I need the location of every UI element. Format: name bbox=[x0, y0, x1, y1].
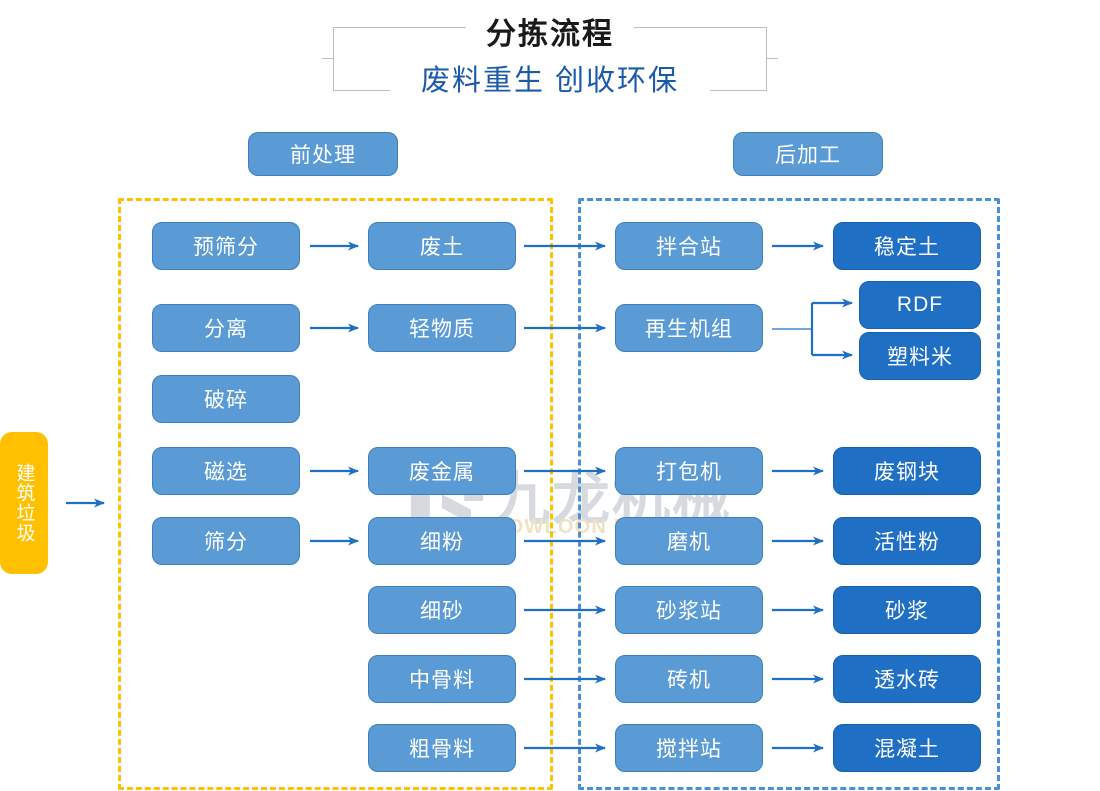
node-equipment-5[interactable]: 砂浆站 bbox=[615, 586, 763, 634]
title-frame-notch-left bbox=[322, 58, 334, 59]
node-operation-1[interactable]: 预筛分 bbox=[152, 222, 300, 270]
node-operation-2[interactable]: 分离 bbox=[152, 304, 300, 352]
section-header-preprocessing: 前处理 bbox=[248, 132, 398, 176]
node-output-6[interactable]: 中骨料 bbox=[368, 655, 516, 703]
node-equipment-4[interactable]: 磨机 bbox=[615, 517, 763, 565]
node-output-2[interactable]: 轻物质 bbox=[368, 304, 516, 352]
node-output-5[interactable]: 细砂 bbox=[368, 586, 516, 634]
node-product-1[interactable]: 稳定土 bbox=[833, 222, 981, 270]
node-equipment-3[interactable]: 打包机 bbox=[615, 447, 763, 495]
node-product-5[interactable]: 活性粉 bbox=[833, 517, 981, 565]
node-product-8[interactable]: 混凝土 bbox=[833, 724, 981, 772]
zone-postprocessing bbox=[578, 198, 1000, 790]
node-equipment-2[interactable]: 再生机组 bbox=[615, 304, 763, 352]
node-equipment-1[interactable]: 拌合站 bbox=[615, 222, 763, 270]
zone-preprocessing bbox=[118, 198, 553, 790]
input-node-construction-waste[interactable]: 建筑垃圾 bbox=[0, 432, 48, 574]
title-main-backdrop bbox=[466, 18, 634, 54]
node-operation-5[interactable]: 筛分 bbox=[152, 517, 300, 565]
node-product-7[interactable]: 透水砖 bbox=[833, 655, 981, 703]
node-equipment-7[interactable]: 搅拌站 bbox=[615, 724, 763, 772]
node-output-4[interactable]: 细粉 bbox=[368, 517, 516, 565]
title-frame-notch-right bbox=[766, 58, 778, 59]
node-product-4[interactable]: 废钢块 bbox=[833, 447, 981, 495]
node-operation-3[interactable]: 破碎 bbox=[152, 375, 300, 423]
node-product-3[interactable]: 塑料米 bbox=[859, 332, 981, 380]
page-subtitle: 废料重生 创收环保 bbox=[420, 65, 680, 97]
node-operation-4[interactable]: 磁选 bbox=[152, 447, 300, 495]
page-header: 分拣流程 废料重生 创收环保 bbox=[0, 0, 1100, 120]
node-equipment-6[interactable]: 砖机 bbox=[615, 655, 763, 703]
node-output-3[interactable]: 废金属 bbox=[368, 447, 516, 495]
node-output-1[interactable]: 废土 bbox=[368, 222, 516, 270]
title-sub-backdrop bbox=[390, 63, 710, 99]
page-title: 分拣流程 bbox=[486, 18, 614, 51]
node-product-2[interactable]: RDF bbox=[859, 281, 981, 329]
node-product-6[interactable]: 砂浆 bbox=[833, 586, 981, 634]
node-output-7[interactable]: 粗骨料 bbox=[368, 724, 516, 772]
section-header-postprocessing: 后加工 bbox=[733, 132, 883, 176]
